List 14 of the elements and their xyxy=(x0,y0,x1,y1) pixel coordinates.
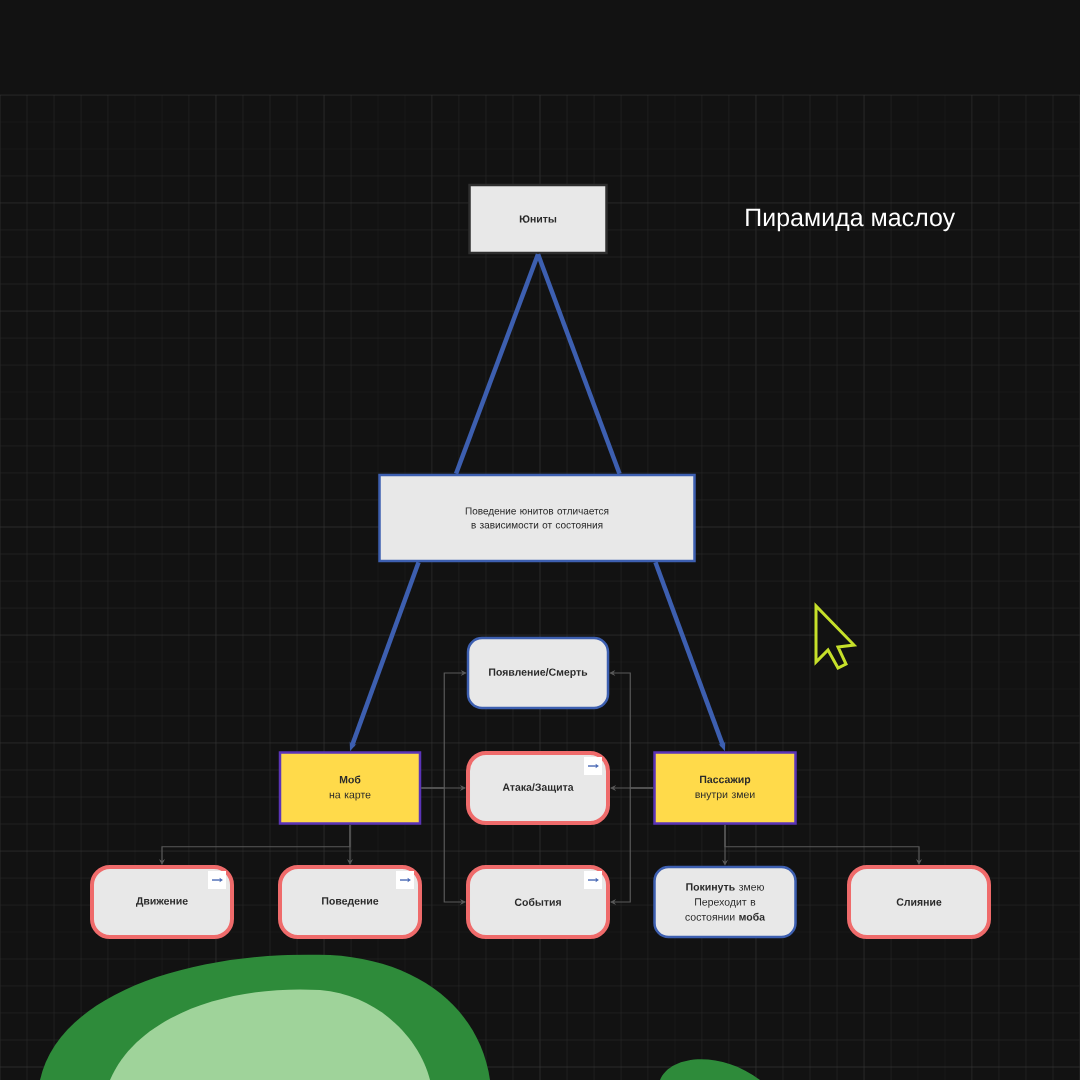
process-box: Юниты xyxy=(468,183,608,255)
state-box: Моб на карте xyxy=(278,751,422,825)
arrow xyxy=(610,787,654,906)
state-box: Пассажир внутри змеи xyxy=(653,751,797,825)
process-box: Атака/Защита xyxy=(466,751,610,825)
process-box: Поведение юнитов отличается в зависимости от состояния xyxy=(378,473,696,563)
arrow xyxy=(724,824,923,865)
process-box: События xyxy=(466,865,610,939)
process-box: Покинуть змею Переходит в состоянии моба xyxy=(653,865,797,939)
process-box: Появление/Смерть xyxy=(466,636,610,710)
process-box: Слияние xyxy=(847,865,991,939)
process-box: Движение xyxy=(90,865,234,939)
diagram-title: Пирамида маслоу xyxy=(746,208,956,232)
process-box: Поведение xyxy=(278,865,422,939)
